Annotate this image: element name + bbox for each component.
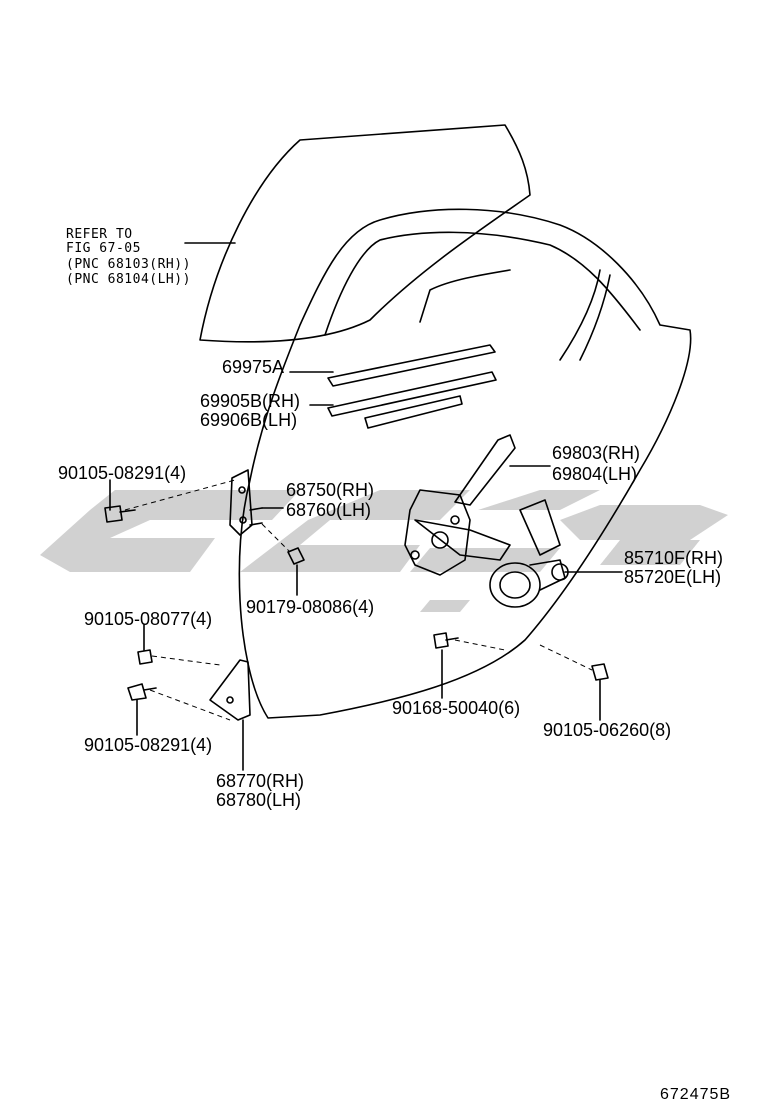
regulator-motor: [519, 499, 561, 556]
label-bolt-mid: 90105-08077(4): [84, 609, 213, 629]
upper-hinge: [229, 469, 253, 536]
label-weatherstrip-rh: 69905B(RH): [200, 391, 301, 411]
door-frame: [238, 208, 692, 719]
lower-hinge: [209, 659, 251, 721]
reference-note-line3: (PNC 68103(RH)): [66, 257, 191, 272]
figure-id: 672475B: [660, 1086, 732, 1103]
label-motor-rh: 85710F(RH): [624, 548, 724, 568]
label-nut: 90179-08086(4): [246, 597, 375, 617]
label-bolt-lower: 90105-08291(4): [84, 735, 213, 755]
label-motor-lh: 85720E(LH): [624, 567, 722, 587]
run-channel-69975A: [327, 344, 496, 387]
label-weatherstrip-lh: 69906B(LH): [200, 410, 298, 430]
window-regulator: [454, 434, 516, 506]
label-regulator-rh: 69803(RH): [552, 443, 641, 463]
label-hinge-upper-rh: 68750(RH): [286, 480, 375, 500]
reference-note-line1: REFER TO: [66, 227, 133, 242]
label-bolt-regulator: 90168-50040(6): [392, 698, 521, 718]
reference-note-line4: (PNC 68104(LH)): [66, 272, 191, 287]
label-bolt-upper: 90105-08291(4): [58, 463, 187, 483]
label-hinge-upper-lh: 68760(LH): [286, 500, 372, 520]
label-hinge-lower-lh: 68780(LH): [216, 790, 302, 810]
label-hinge-lower-rh: 68770(RH): [216, 771, 305, 791]
reference-note-line2: FIG 67-05: [66, 241, 141, 256]
label-regulator-lh: 69804(LH): [552, 464, 638, 484]
label-bolt-motor: 90105-06260(8): [543, 720, 672, 740]
label-run-channel: 69975A: [222, 357, 285, 377]
